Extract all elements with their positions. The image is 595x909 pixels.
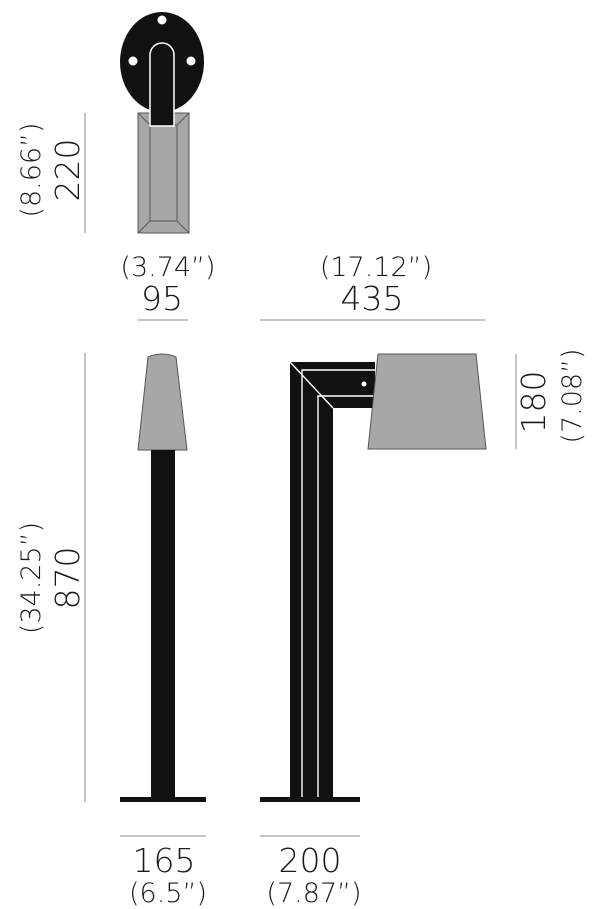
front-base: [120, 797, 206, 802]
arm-pivot-dot: [361, 381, 367, 387]
base-side-mm: 200: [279, 841, 342, 880]
screw-hole-top: [157, 15, 167, 25]
side-miter-line: [289, 361, 334, 409]
shade-bevel: [137, 220, 151, 234]
base-front-mm: 165: [133, 841, 196, 880]
total-height-in: (34.25”): [16, 522, 47, 634]
top-view: [120, 12, 204, 234]
top-height-in: (8.66”): [16, 122, 47, 217]
shade-bevel: [176, 220, 190, 234]
front-shade: [137, 353, 188, 451]
screw-hole-right: [186, 56, 196, 66]
top-arm: [149, 42, 175, 127]
side-pole-arm: [290, 362, 375, 798]
shade-height-mm: 180: [514, 371, 553, 434]
shade-bevel: [176, 112, 190, 126]
side-shade: [367, 353, 487, 450]
shade-width-in: (3.74”): [120, 252, 215, 283]
arm-reach-mm: 435: [341, 279, 404, 318]
side-view: [260, 353, 487, 802]
total-height-mm: 870: [48, 547, 87, 610]
front-view: [120, 353, 206, 802]
top-shade-inner: [149, 124, 178, 222]
top-height-mm: 220: [48, 139, 87, 202]
side-base: [260, 797, 360, 802]
shade-width-mm: 95: [141, 279, 183, 318]
base-front-in: (6.5”): [129, 878, 207, 909]
arm-reach-in: (17.12”): [320, 252, 432, 283]
shade-height-in: (7.08”): [557, 348, 588, 443]
screw-hole-left: [128, 56, 138, 66]
side-bevel-line: [301, 369, 375, 798]
side-bevel-line: [317, 395, 375, 798]
shade-bevel: [137, 112, 151, 126]
base-side-in: (7.87”): [266, 878, 361, 909]
front-pole: [151, 450, 175, 798]
